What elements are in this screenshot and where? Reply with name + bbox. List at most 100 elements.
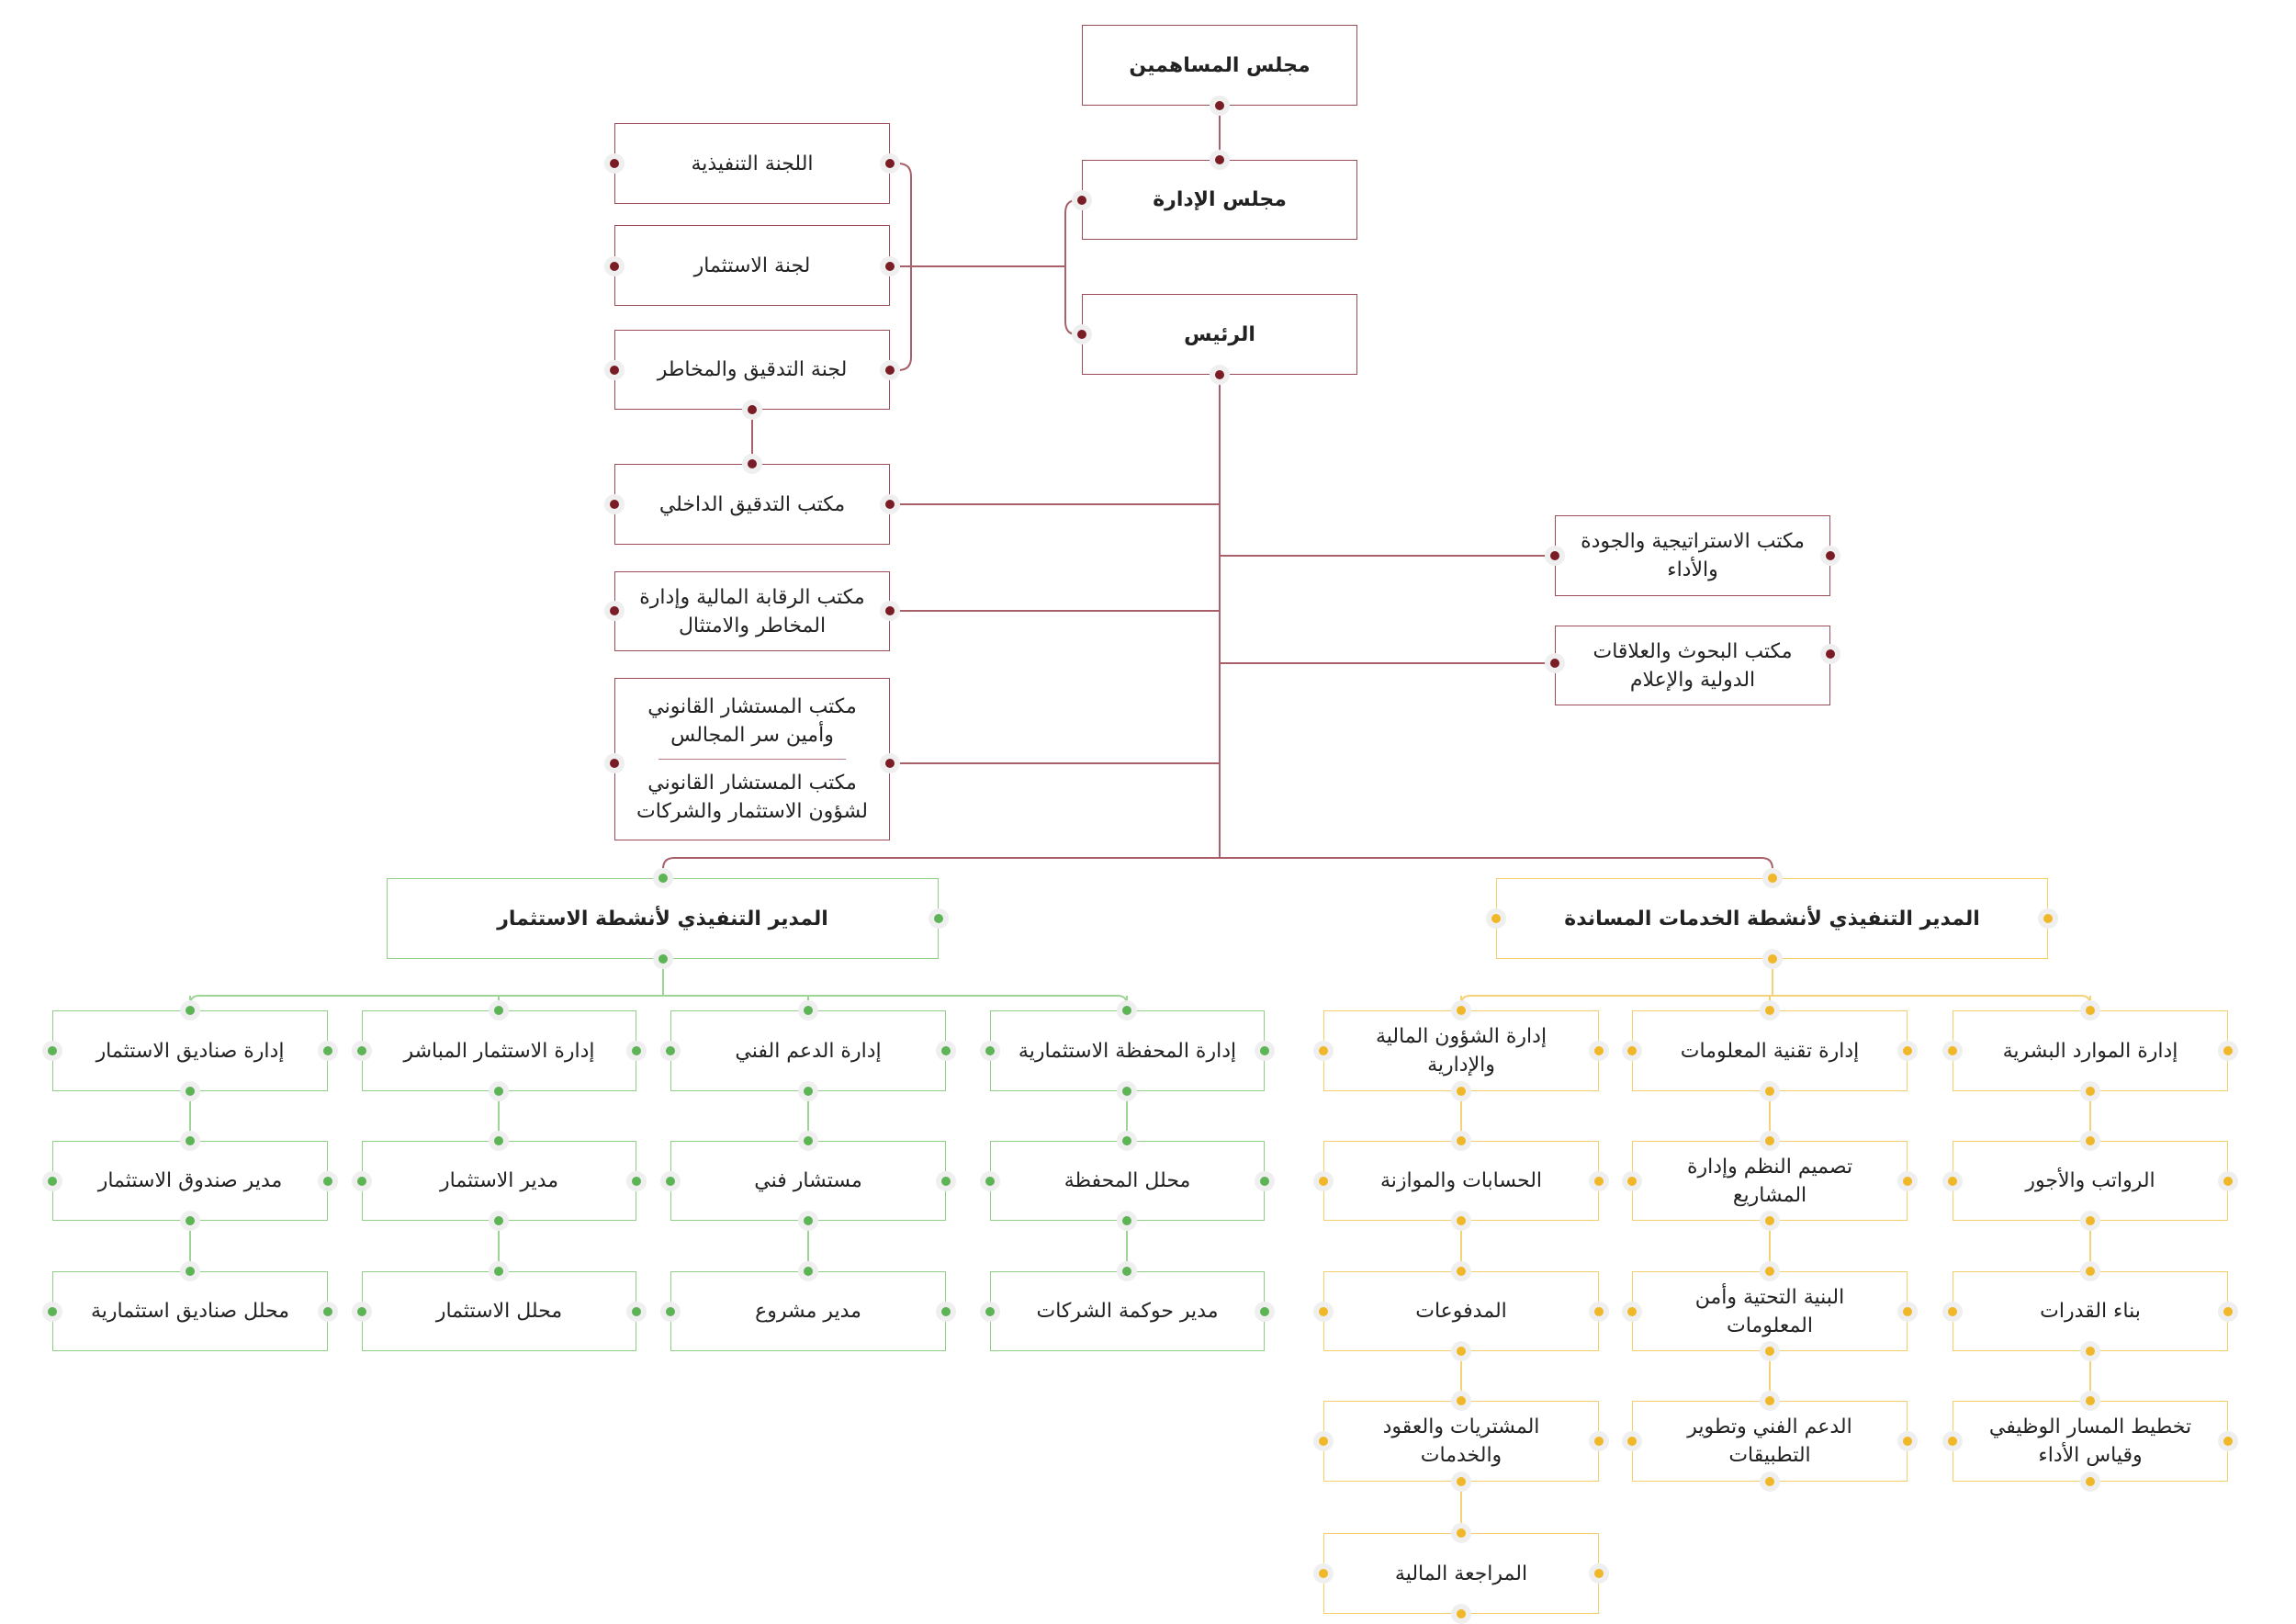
connector-dot <box>936 1171 956 1191</box>
connector-dot <box>318 1171 338 1191</box>
connector-dot <box>1760 1211 1780 1231</box>
connector-dot <box>880 494 900 514</box>
support-department[interactable]: إدارة الشؤون المالية والإدارية <box>1323 1010 1599 1091</box>
connector-dot <box>1589 1170 1609 1191</box>
connector-dot <box>1942 1301 1963 1322</box>
connector-dot <box>1210 365 1230 385</box>
chairman-label: الرئيس <box>1184 322 1255 346</box>
connector-dot <box>1760 1341 1780 1361</box>
connector-dot <box>1760 1261 1780 1281</box>
connector-dot <box>1451 1472 1471 1492</box>
connector-dot <box>489 1261 509 1281</box>
unit-label: الحسابات والموازنة <box>1379 1169 1543 1192</box>
support-unit[interactable]: البنية التحتية وأمن المعلومات <box>1632 1271 1908 1351</box>
investment-unit[interactable]: مدير حوكمة الشركات <box>990 1271 1265 1351</box>
support-unit[interactable]: بناء القدرات <box>1953 1271 2228 1351</box>
connector-dot <box>936 1302 956 1322</box>
connector-dot <box>880 256 900 276</box>
board-label: مجلس الإدارة <box>1153 188 1287 211</box>
investment-department[interactable]: إدارة الدعم الفني <box>670 1010 946 1091</box>
connector-dot <box>1451 1081 1471 1101</box>
legal-office-box[interactable]: مكتب المستشار القانوني وأمين سر المجالس … <box>614 678 890 840</box>
connector-dot <box>1897 1301 1918 1322</box>
unit-label: مدير حوكمة الشركات <box>1036 1300 1219 1323</box>
connector-dot <box>880 753 900 773</box>
connector-dot <box>1313 1431 1334 1451</box>
connector-dot <box>352 1171 372 1191</box>
connector-dot <box>1255 1302 1275 1322</box>
connector-dot <box>798 1131 818 1151</box>
investment-committee-label: لجنة الاستثمار <box>693 254 811 277</box>
connector-dot <box>1451 1131 1471 1151</box>
investment-unit[interactable]: محلل صناديق استثمارية <box>52 1271 328 1351</box>
executive-committee-label: اللجنة التنفيذية <box>691 152 814 175</box>
connector-dot <box>798 1261 818 1281</box>
strategy-office-box[interactable]: مكتب الاستراتيجية والجودة والأداء <box>1555 515 1830 596</box>
shareholders-box[interactable]: مجلس المساهمين <box>1082 25 1357 106</box>
internal-audit-box[interactable]: مكتب التدقيق الداخلي <box>614 464 890 545</box>
internal-audit-label: مكتب التدقيق الداخلي <box>658 492 846 516</box>
research-office-box[interactable]: مكتب البحوث والعلاقات الدولية والإعلام <box>1555 626 1830 705</box>
investment-unit[interactable]: مستشار فني <box>670 1141 946 1221</box>
investment-department[interactable]: إدارة المحفظة الاستثمارية <box>990 1010 1265 1091</box>
financial-control-box[interactable]: مكتب الرقابة المالية وإدارة المخاطر والا… <box>614 571 890 651</box>
chairman-box[interactable]: الرئيس <box>1082 294 1357 375</box>
unit-label: مدير الاستثمار <box>440 1169 559 1192</box>
connector-dot <box>1897 1431 1918 1451</box>
investment-unit[interactable]: مدير مشروع <box>670 1271 946 1351</box>
connector-dot <box>660 1302 681 1322</box>
connector-line <box>189 995 1128 1010</box>
connector-dot <box>1762 949 1783 969</box>
support-unit[interactable]: الدعم الفني وتطوير التطبيقات <box>1632 1401 1908 1482</box>
connector-dot <box>1451 1341 1471 1361</box>
connector-line <box>1064 199 1082 335</box>
investment-committee-box[interactable]: لجنة الاستثمار <box>614 225 890 306</box>
support-unit[interactable]: الحسابات والموازنة <box>1323 1141 1599 1221</box>
connector-dot <box>626 1171 647 1191</box>
connector-dot <box>2218 1431 2238 1451</box>
department-label: إدارة الدعم الفني <box>735 1039 882 1063</box>
connector-dot <box>880 360 900 380</box>
connector-dot <box>660 1171 681 1191</box>
connector-dot <box>1897 1041 1918 1061</box>
connector-dot <box>1622 1431 1642 1451</box>
connector-dot <box>1820 644 1840 664</box>
connector-dot <box>352 1302 372 1322</box>
investment-unit[interactable]: مدير الاستثمار <box>362 1141 636 1221</box>
connector-dot <box>1545 653 1565 673</box>
connector-dot <box>1622 1170 1642 1191</box>
investment-executive-box[interactable]: المدير التنفيذي لأنشطة الاستثمار <box>387 878 939 959</box>
support-unit[interactable]: المشتريات والعقود والخدمات <box>1323 1401 1599 1482</box>
audit-risk-committee-box[interactable]: لجنة التدقيق والمخاطر <box>614 330 890 410</box>
investment-unit[interactable]: محلل المحفظة <box>990 1141 1265 1221</box>
executive-committee-box[interactable]: اللجنة التنفيذية <box>614 123 890 204</box>
support-department[interactable]: إدارة الموارد البشرية <box>1953 1010 2228 1091</box>
support-department[interactable]: إدارة تقنية المعلومات <box>1632 1010 1908 1091</box>
connector-dot <box>1760 1000 1780 1021</box>
board-box[interactable]: مجلس الإدارة <box>1082 160 1357 240</box>
support-unit[interactable]: تصميم النظم وإدارة المشاريع <box>1632 1141 1908 1221</box>
connector-dot <box>2218 1301 2238 1322</box>
support-executive-box[interactable]: المدير التنفيذي لأنشطة الخدمات المساندة <box>1496 878 2048 959</box>
unit-label: محلل صناديق استثمارية <box>91 1300 289 1323</box>
connector-dot <box>626 1041 647 1061</box>
unit-label: محلل المحفظة <box>1064 1169 1191 1192</box>
connector-dot <box>352 1041 372 1061</box>
investment-unit[interactable]: محلل الاستثمار <box>362 1271 636 1351</box>
investment-department[interactable]: إدارة الاستثمار المباشر <box>362 1010 636 1091</box>
investment-unit[interactable]: مدير صندوق الاستثمار <box>52 1141 328 1221</box>
connector-dot <box>653 868 673 888</box>
support-unit[interactable]: تخطيط المسار الوظيفي وقياس الأداء <box>1953 1401 2228 1482</box>
connector-dot <box>1589 1431 1609 1451</box>
connector-dot <box>1451 1000 1471 1021</box>
support-unit[interactable]: المدفوعات <box>1323 1271 1599 1351</box>
strategy-office-label: مكتب الاستراتيجية والجودة والأداء <box>1581 530 1805 581</box>
support-unit[interactable]: الرواتب والأجور <box>1953 1141 2228 1221</box>
investment-department[interactable]: إدارة صناديق الاستثمار <box>52 1010 328 1091</box>
connector-line <box>890 163 912 371</box>
connector-dot <box>1117 1081 1137 1101</box>
connector-dot <box>1942 1041 1963 1061</box>
support-unit[interactable]: المراجعة المالية <box>1323 1533 1599 1614</box>
connector-dot <box>604 153 625 174</box>
